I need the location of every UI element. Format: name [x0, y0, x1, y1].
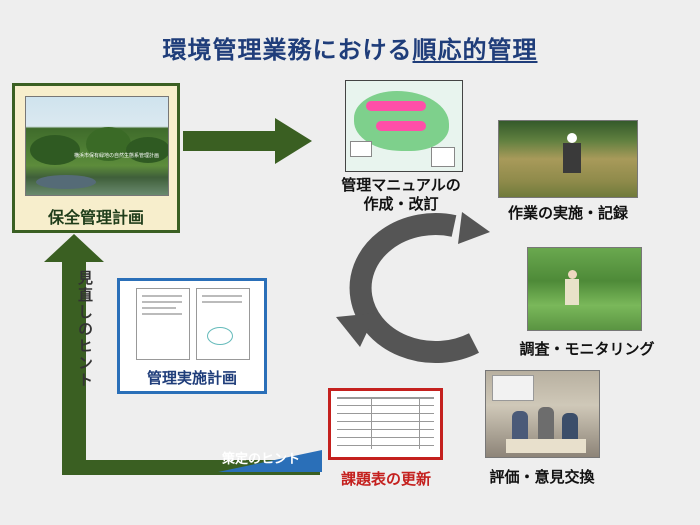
doc-diagram: [207, 327, 233, 345]
review-hint-label: 見直しのヒント: [76, 270, 94, 389]
green-arrow-review-loop: [44, 234, 320, 475]
table-line: [337, 421, 434, 422]
tree-shape: [86, 127, 131, 161]
document-thumb: [136, 288, 190, 360]
blue-arrow-strategy-loop: [218, 450, 322, 472]
implementation-plan-box: 管理実施計画: [117, 278, 267, 394]
surveyor-head: [568, 270, 577, 279]
worker-head: [567, 133, 577, 143]
tree-shape: [30, 135, 80, 165]
person: [512, 411, 528, 441]
manual-map-image: [345, 80, 463, 172]
title-emphasis: 順応的管理: [412, 36, 538, 64]
doc-line: [142, 307, 176, 309]
table-line: [337, 405, 434, 406]
survey-photo: [527, 247, 642, 331]
issue-table-box: [328, 388, 443, 460]
work-label: 作業の実施・記録: [507, 204, 628, 222]
table-line: [337, 413, 434, 414]
doc-line: [142, 301, 182, 303]
manual-label-line1: 管理マニュアルの: [341, 176, 461, 194]
strategy-hint-label: 策定のヒント: [222, 452, 301, 467]
green-arrow-to-manual: [183, 118, 312, 164]
implementation-plan-label: 管理実施計画: [146, 369, 237, 387]
tree-shape: [126, 137, 168, 163]
document-thumb: [196, 288, 250, 360]
map-road: [376, 121, 426, 131]
photo-caption: 横浜市保有緑地の自然生態系管理計画: [74, 153, 160, 159]
cycle-arrowhead: [336, 313, 376, 347]
conservation-plan-box: 横浜市保有緑地の自然生態系管理計画 保全管理計画: [12, 83, 180, 233]
doc-line: [142, 295, 182, 297]
issue-update-label: 課題表の更新: [340, 470, 431, 488]
table-line: [337, 429, 434, 430]
conservation-photo: 横浜市保有緑地の自然生態系管理計画: [25, 96, 169, 196]
person: [538, 407, 554, 441]
map-legend: [431, 147, 455, 167]
page-title: 環境管理業務における順応的管理: [0, 30, 700, 65]
evaluation-label: 評価・意見交換: [489, 468, 595, 486]
doc-line: [202, 301, 242, 303]
pond-shape: [36, 175, 96, 189]
cycle-arc: [349, 213, 479, 363]
conservation-plan-label: 保全管理計画: [47, 208, 144, 227]
person: [562, 413, 578, 441]
survey-label: 調査・モニタリング: [519, 340, 655, 358]
doc-line: [142, 313, 182, 315]
table-line: [419, 397, 420, 449]
manual-label: 管理マニュアルの 作成・改訂: [316, 176, 486, 214]
manual-label-line2: 作成・改訂: [363, 195, 439, 213]
table-line: [337, 437, 434, 438]
work-photo: [498, 120, 638, 198]
table: [506, 439, 586, 453]
evaluation-photo: [485, 370, 600, 458]
surveyor-body: [565, 279, 579, 305]
whiteboard: [492, 375, 534, 401]
table-line: [371, 397, 372, 449]
doc-line: [202, 295, 242, 297]
worker-body: [563, 143, 581, 173]
map-road: [366, 101, 426, 111]
cycle-arrowhead-top: [458, 212, 490, 244]
map-legend: [350, 141, 372, 157]
table-line: [337, 445, 434, 446]
title-prefix: 環境管理業務における: [162, 36, 413, 64]
table-line: [337, 397, 434, 399]
